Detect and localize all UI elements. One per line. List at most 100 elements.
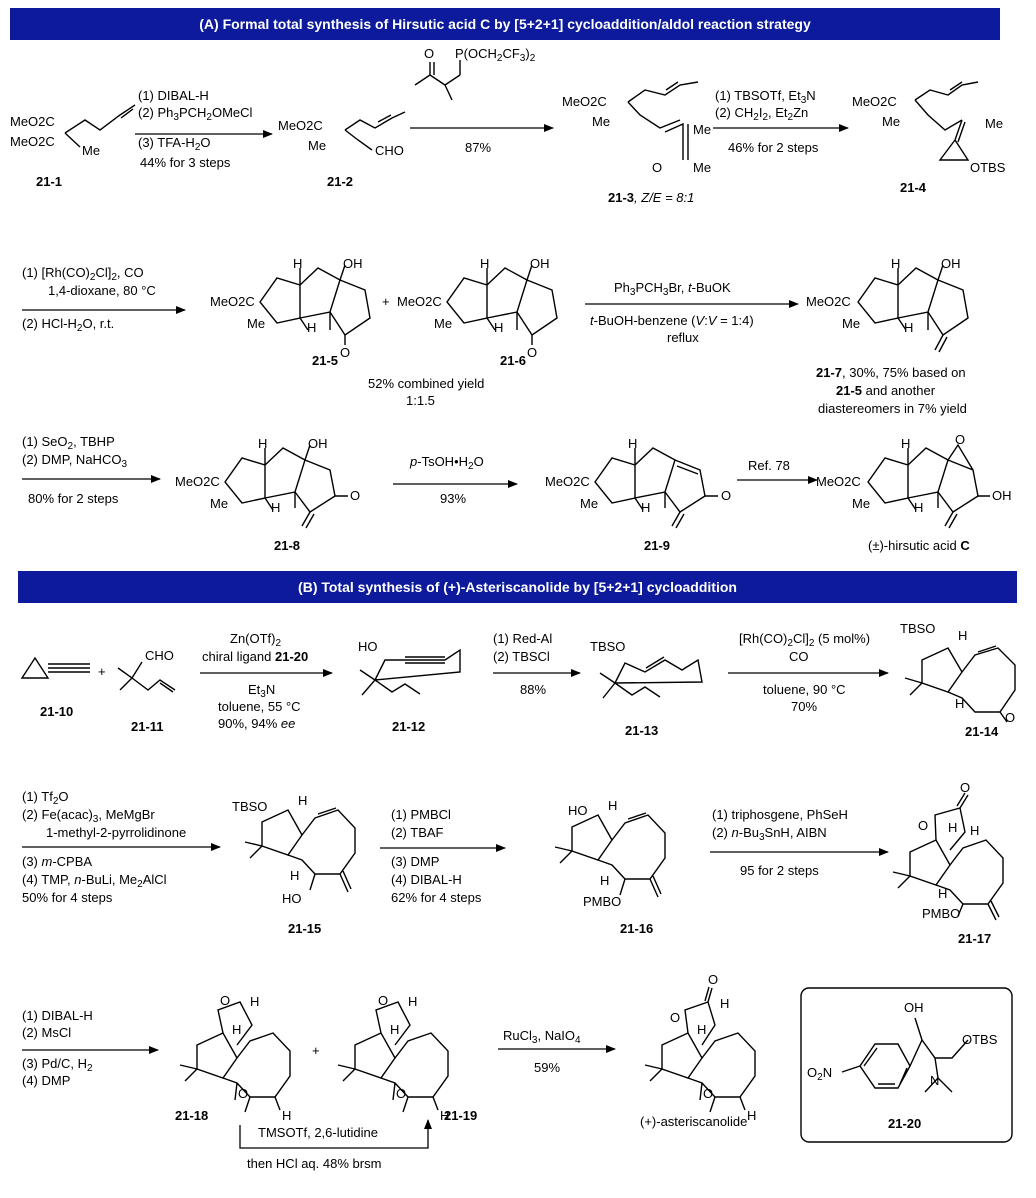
compound-hirsutic-acid-c: MeO2C Me H H O OH (±)-hirsutic acid C <box>816 432 1012 553</box>
group-o-1: O <box>708 972 718 987</box>
group-o-1: O <box>960 780 970 795</box>
group-oh: OH <box>308 436 328 451</box>
label-21-2: 21-2 <box>327 174 353 189</box>
group-pmbo: PMBO <box>583 894 621 909</box>
cond-a6-2: (2) DMP, NaHCO3 <box>22 452 127 470</box>
group-o: O <box>527 345 537 360</box>
group-tbso: TBSO <box>900 621 935 636</box>
group-o: O <box>340 345 350 360</box>
group-h-1: H <box>720 996 729 1011</box>
group-n: N <box>930 1073 939 1088</box>
group-meo2c: MeO2C <box>397 294 442 309</box>
group-h-2: H <box>914 500 923 515</box>
compound-21-3: MeO2C Me Me O Me 21-3, Z/E = 8:1 <box>562 81 711 205</box>
step-a1: (1) DIBAL-H (2) Ph3PCH2OMeCl (3) TFA-H2O… <box>135 88 273 170</box>
compound-21-11: CHO 21-11 <box>117 648 176 734</box>
group-meo2c: MeO2C <box>175 474 220 489</box>
step-a5: Ph3PCH3Br, t-BuOK t-BuOH-benzene (V:V = … <box>585 280 799 345</box>
plus-b1: + <box>98 664 106 679</box>
cond-b5-1: (1) PMBCl <box>391 807 451 822</box>
cond-b7-2: (2) MsCl <box>22 1025 71 1040</box>
caption-21-7-c: diastereomers in 7% yield <box>818 401 967 416</box>
cond-a3-3: 46% for 2 steps <box>728 140 819 155</box>
compound-21-17: O O H H H PMBO 21-17 <box>892 780 1004 946</box>
cond-a4-3: (2) HCl-H2O, r.t. <box>22 316 114 334</box>
group-h-2: H <box>600 873 609 888</box>
step-b5: (1) PMBCl (2) TBAF (3) DMP (4) DIBAL-H 6… <box>380 807 506 905</box>
cond-b4-5: (4) TMP, n-BuLi, Me2AlCl <box>22 872 167 890</box>
group-h-1: H <box>891 256 900 271</box>
label-21-10: 21-10 <box>40 704 73 719</box>
group-h-1: H <box>958 628 967 643</box>
group-meo2c: MeO2C <box>278 118 323 133</box>
group-meo2c: MeO2C <box>210 294 255 309</box>
group-o-3: O <box>703 1086 713 1101</box>
group-o-1: O <box>220 993 230 1008</box>
group-oh: OH <box>343 256 363 271</box>
cond-a5-2: t-BuOH-benzene (V:V = 1:4) <box>590 313 754 328</box>
cond-b5-2: (2) TBAF <box>391 825 444 840</box>
compound-21-10: 21-10 <box>20 656 90 719</box>
label-21-6: 21-6 <box>500 353 526 368</box>
group-ho: HO <box>568 803 588 818</box>
group-h-1: H <box>628 436 637 451</box>
cond-b1-5: 90%, 94% ee <box>218 716 295 731</box>
group-meo2c: MeO2C <box>816 474 861 489</box>
group-oh: OH <box>530 256 550 271</box>
compound-21-14: TBSO H H O 21-14 <box>900 621 1016 739</box>
group-h-1: H <box>970 823 979 838</box>
cond-b4-4: (3) m-CPBA <box>22 854 92 869</box>
group-cho: CHO <box>375 143 404 158</box>
group-cho: CHO <box>145 648 174 663</box>
compound-21-12: HO 21-12 <box>358 639 461 734</box>
cond-b4-6: 50% for 4 steps <box>22 890 113 905</box>
cond-b4-3: 1-methyl-2-pyrrolidinone <box>46 825 186 840</box>
step-a4: (1) [Rh(CO)2Cl]2, CO 1,4-dioxane, 80 °C … <box>22 265 186 334</box>
cond-iso-2: then HCl aq. 48% brsm <box>247 1156 381 1171</box>
ratio: 1:1.5 <box>406 393 435 408</box>
cond-a6-1: (1) SeO2, TBHP <box>22 434 115 452</box>
cond-a7-2: 93% <box>440 491 466 506</box>
group-otbs: OTBS <box>962 1032 998 1047</box>
group-o: O <box>955 432 965 447</box>
group-me-1: Me <box>882 114 900 129</box>
group-ho: HO <box>358 639 378 654</box>
compound-21-1: MeO2C MeO2C Me 21-1 <box>10 104 136 189</box>
label-21-1: 21-1 <box>36 174 62 189</box>
cond-b1-3: Et3N <box>248 682 275 700</box>
compound-21-19: O H H O H 21-19 <box>337 993 477 1123</box>
reagent-p: P(OCH2CF3)2 <box>455 46 536 64</box>
cond-b6-3: 95 for 2 steps <box>740 863 819 878</box>
group-h-1: H <box>480 256 489 271</box>
cond-a3-1: (1) TBSOTf, Et3N <box>715 88 816 106</box>
compound-asteriscanolide: O O H H O H (+)-asteriscanolide <box>640 972 756 1129</box>
cond-b3-1: [Rh(CO)2Cl]2 (5 mol%) <box>739 631 870 649</box>
group-h-2: H <box>948 820 957 835</box>
group-o-2: O <box>396 1086 406 1101</box>
compound-21-8: MeO2C Me H H OH O 21-8 <box>175 436 360 553</box>
group-meo2c: MeO2C <box>562 94 607 109</box>
cond-a5-3: reflux <box>667 330 699 345</box>
label-21-19: 21-19 <box>444 1108 477 1123</box>
combined-yield: 52% combined yield <box>368 376 484 391</box>
group-me-2: Me <box>985 116 1003 131</box>
compound-21-9: MeO2C Me H H O 21-9 <box>545 436 731 553</box>
group-me-1: Me <box>592 114 610 129</box>
group-h-2: H <box>904 320 913 335</box>
label-hirsutic-acid-c: (±)-hirsutic acid C <box>868 538 970 553</box>
step-b4: (1) Tf2O (2) Fe(acac)3, MeMgBr 1-methyl-… <box>22 789 221 905</box>
cond-iso-1: TMSOTf, 2,6-lutidine <box>258 1125 378 1140</box>
group-oh: OH <box>941 256 961 271</box>
plus-a: + <box>382 294 390 309</box>
step-b8: RuCl3, NaIO4 59% <box>498 1028 616 1075</box>
cond-b7-4: (4) DMP <box>22 1073 70 1088</box>
group-h-3: H <box>938 886 947 901</box>
group-h-1: H <box>293 256 302 271</box>
group-tbso: TBSO <box>590 639 625 654</box>
step-a8: Ref. 78 <box>737 458 818 484</box>
group-o: O <box>1005 710 1015 725</box>
compound-21-16: HO H H PMBO 21-16 <box>554 798 666 936</box>
group-h-2: H <box>290 868 299 883</box>
cond-b8-1: RuCl3, NaIO4 <box>503 1028 581 1046</box>
